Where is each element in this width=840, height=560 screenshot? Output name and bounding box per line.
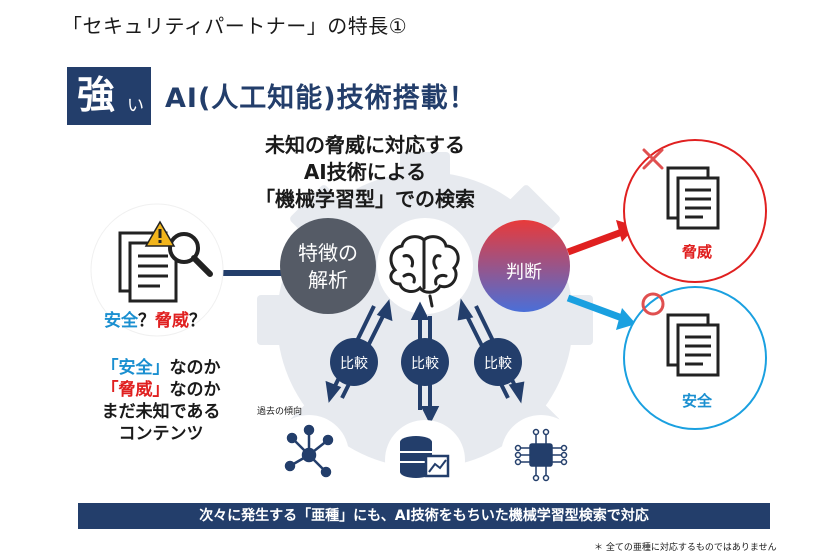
center-caption: 未知の脅威に対応する AI技術による 「機械学習型」での検索 [250, 132, 480, 213]
footnote: ＊ 全ての亜種に対応するものではありません [594, 543, 777, 553]
unknown-line1-rest: なのか [169, 358, 221, 378]
analysis-label-line-1: 特徴の [298, 241, 358, 265]
badge-small-text: い [127, 96, 144, 116]
analysis-circle [280, 218, 376, 314]
unknown-content-text: 「安全」なのか 「脅威」なのか まだ未知である コンテンツ [76, 357, 246, 445]
caption-line-1: 未知の脅威に対応する [265, 133, 465, 157]
caption-line-3: 「機械学習型」での検索 [255, 187, 475, 211]
network-icon [284, 424, 334, 478]
analysis-label: 特徴の 解析 [288, 240, 368, 294]
unknown-safe-quote: 「安全」 [101, 358, 170, 378]
warning-icon [144, 220, 176, 247]
badge-big-text: 強 [77, 73, 116, 117]
question-safe: 安全 [104, 311, 138, 331]
judge-circle [478, 220, 570, 312]
bottom-banner: 次々に発生する「亜種」にも、AI技術をもちいた機械学習型検索で対応 [78, 503, 770, 529]
unknown-threat-quote: 「脅威」 [101, 380, 170, 400]
caption-line-2: AI技術による [303, 160, 427, 184]
question-threat: 脅威 [155, 311, 189, 331]
server-icon [514, 428, 568, 482]
compare-circle-2 [401, 338, 449, 386]
document-search-icon [118, 231, 213, 303]
threat-label: 脅威 [681, 243, 712, 261]
safe-document-icon [666, 313, 720, 377]
page-title: 「セキュリティパートナー」の特長① [62, 14, 408, 38]
past-trend-label: 過去の傾向 [257, 407, 303, 417]
compare-circle-3 [474, 338, 522, 386]
unknown-line-3: まだ未知である [101, 402, 221, 422]
circle-mark-icon [641, 292, 665, 316]
safe-arrow [566, 294, 636, 330]
headline: AI(人工知能)技術搭載！ [165, 83, 477, 114]
threat-document-icon [666, 166, 720, 230]
compare-label-2: 比較 [411, 356, 439, 372]
compare-label-3: 比較 [484, 356, 512, 372]
cross-mark-icon [642, 148, 664, 170]
brain-icon [389, 235, 460, 308]
compare-circle-1 [330, 338, 378, 386]
unknown-line-4: コンテンツ [118, 424, 204, 444]
question-mark-1: ？ [138, 311, 155, 331]
unknown-line2-rest: なのか [169, 380, 221, 400]
database-chart-icon [400, 436, 450, 478]
question-mark-2: ？ [189, 311, 206, 331]
strength-badge: 強 い [67, 67, 151, 125]
connector-line [220, 270, 285, 276]
judge-label: 判断 [506, 262, 542, 283]
compare-label-1: 比較 [340, 356, 368, 372]
analysis-label-line-2: 解析 [308, 268, 348, 292]
safe-or-threat-question: 安全？脅威？ [90, 306, 220, 331]
safe-label: 安全 [681, 392, 712, 410]
